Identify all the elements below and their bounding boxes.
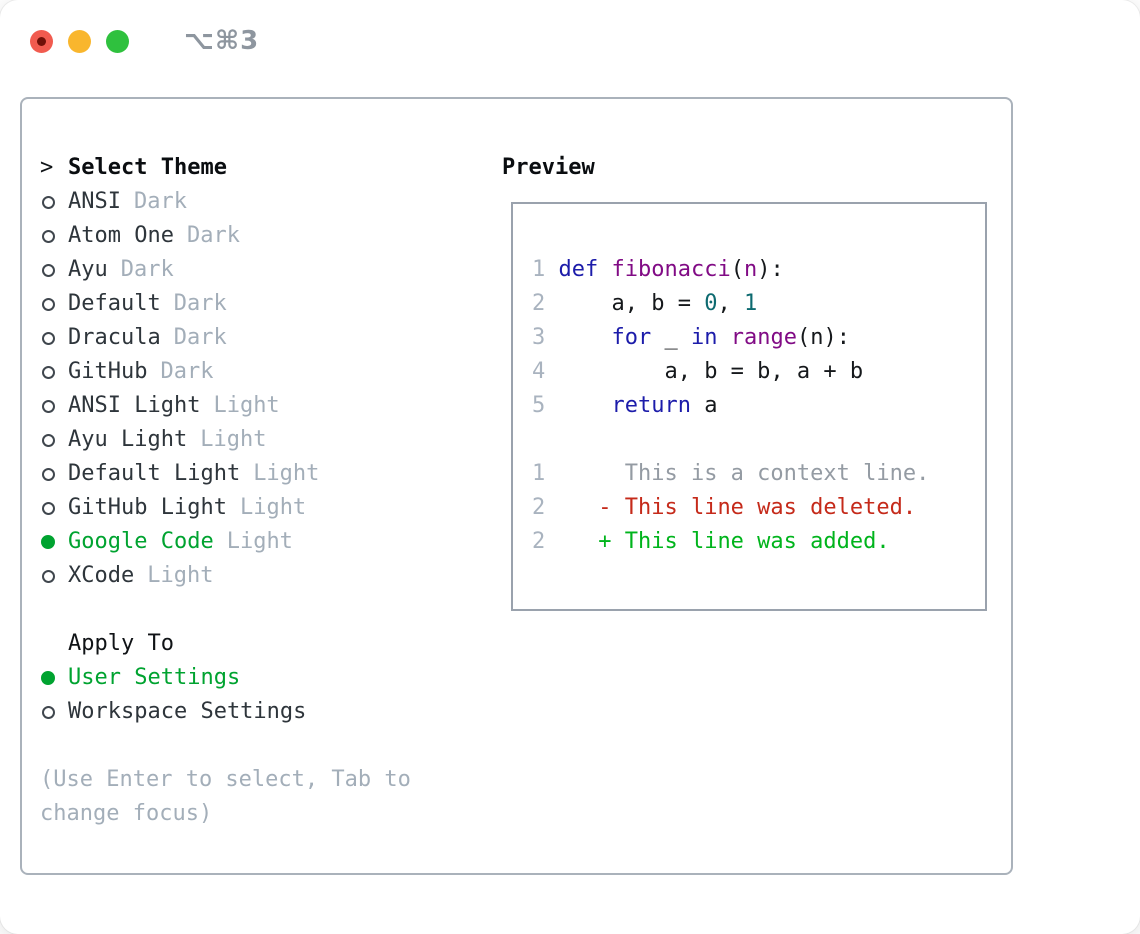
preview-code-line: 1 This is a context line. <box>532 461 930 486</box>
theme-name: XCode <box>68 563 135 588</box>
theme-variant-label: Dark <box>160 359 214 384</box>
theme-name: Google Code <box>68 529 214 554</box>
radio-icon <box>42 297 55 311</box>
radio-icon <box>42 569 55 583</box>
preview-title: Preview <box>502 155 595 180</box>
close-button-dot-icon <box>37 36 46 46</box>
preview-code-line: 5 return a <box>532 393 718 418</box>
theme-option-ansi-light[interactable]: ANSI Light Light <box>40 389 502 423</box>
theme-variant-label: Dark <box>173 291 227 316</box>
theme-option-atom-one[interactable]: Atom One Dark <box>40 219 502 253</box>
theme-name: GitHub Light <box>68 495 227 520</box>
preview-code-line: 2 a, b = 0, 1 <box>532 291 758 316</box>
preview-code-line <box>532 423 985 457</box>
preview-column: Preview 1 def fibonacci(n): 2 a, b = 0, 1… <box>502 151 987 873</box>
theme-variant-label: Light <box>253 461 320 486</box>
theme-option-dracula[interactable]: Dracula Dark <box>40 321 502 355</box>
apply-option-user-settings[interactable]: User Settings <box>40 661 502 695</box>
spacer <box>40 729 502 763</box>
radio-icon <box>42 331 55 345</box>
theme-name: Default Light <box>68 461 241 486</box>
minimize-button[interactable] <box>68 29 91 53</box>
theme-variant-label: Dark <box>133 189 187 214</box>
radio-icon <box>42 195 55 209</box>
radio-icon <box>42 365 55 379</box>
theme-name: ANSI Light <box>68 393 201 418</box>
theme-variant-label: Dark <box>186 223 240 248</box>
titlebar: ⌥⌘3 <box>30 26 259 56</box>
theme-name: Default <box>68 291 161 316</box>
preview-code: 1 def fibonacci(n): 2 a, b = 0, 1 3 for _ … <box>532 253 985 559</box>
apply-option-label: User Settings <box>68 665 241 690</box>
close-button[interactable] <box>30 29 53 53</box>
apply-to-header: Apply To <box>40 627 502 661</box>
theme-variant-label: Light <box>239 495 307 520</box>
theme-variant-label: Light <box>200 427 267 452</box>
theme-list-title: Select Theme <box>68 155 227 180</box>
radio-icon <box>42 399 55 413</box>
theme-option-default-light[interactable]: Default Light Light <box>40 457 502 491</box>
theme-option-ansi[interactable]: ANSI Dark <box>40 185 502 219</box>
theme-name: GitHub <box>68 359 148 384</box>
apply-option-workspace-settings[interactable]: Workspace Settings <box>40 695 502 729</box>
radio-icon <box>42 501 55 515</box>
theme-name: Atom One <box>68 223 174 248</box>
apply-to-title: Apply To <box>68 631 174 656</box>
theme-name: ANSI <box>68 189 121 214</box>
preview-code-line: 4 a, b = b, a + b <box>532 359 864 384</box>
theme-option-default[interactable]: Default Dark <box>40 287 502 321</box>
theme-option-ayu[interactable]: Ayu Dark <box>40 253 502 287</box>
theme-option-xcode[interactable]: XCode Light <box>40 559 502 593</box>
theme-variant-label: Dark <box>173 325 227 350</box>
theme-option-github-light[interactable]: GitHub Light Light <box>40 491 502 525</box>
preview-code-line: 1 def fibonacci(n): <box>532 257 784 282</box>
theme-option-ayu-light[interactable]: Ayu Light Light <box>40 423 502 457</box>
selection-prompt: > <box>40 155 54 180</box>
theme-variant-label: Dark <box>120 257 174 282</box>
theme-option-google-code[interactable]: Google Code Light <box>40 525 502 559</box>
apply-option-label: Workspace Settings <box>68 699 307 724</box>
radio-selected-icon <box>41 671 55 685</box>
theme-variant-label: Light <box>213 393 280 418</box>
theme-name: Ayu Light <box>68 427 188 452</box>
theme-variant-label: Light <box>226 529 293 554</box>
preview-box: 1 def fibonacci(n): 2 a, b = 0, 1 3 for _ … <box>511 202 987 611</box>
preview-code-line: 2 - This line was deleted. <box>532 495 917 520</box>
radio-icon <box>42 705 55 719</box>
radio-icon <box>42 433 55 447</box>
maximize-button[interactable] <box>106 29 129 53</box>
radio-icon <box>42 467 55 481</box>
spacer <box>40 593 502 627</box>
theme-list-header: > Select Theme <box>40 151 502 185</box>
window-shortcut-label: ⌥⌘3 <box>184 26 260 56</box>
radio-icon <box>42 229 55 243</box>
theme-name: Ayu <box>68 257 108 282</box>
radio-selected-icon <box>41 535 55 549</box>
theme-name: Dracula <box>68 325 161 350</box>
theme-option-github[interactable]: GitHub Dark <box>40 355 502 389</box>
radio-icon <box>42 263 55 277</box>
preview-code-line: 3 for _ in range(n): <box>532 325 850 350</box>
help-text: (Use Enter to select, Tab to change focu… <box>40 767 411 826</box>
preview-code-line: 2 + This line was added. <box>532 529 890 554</box>
theme-variant-label: Light <box>147 563 214 588</box>
